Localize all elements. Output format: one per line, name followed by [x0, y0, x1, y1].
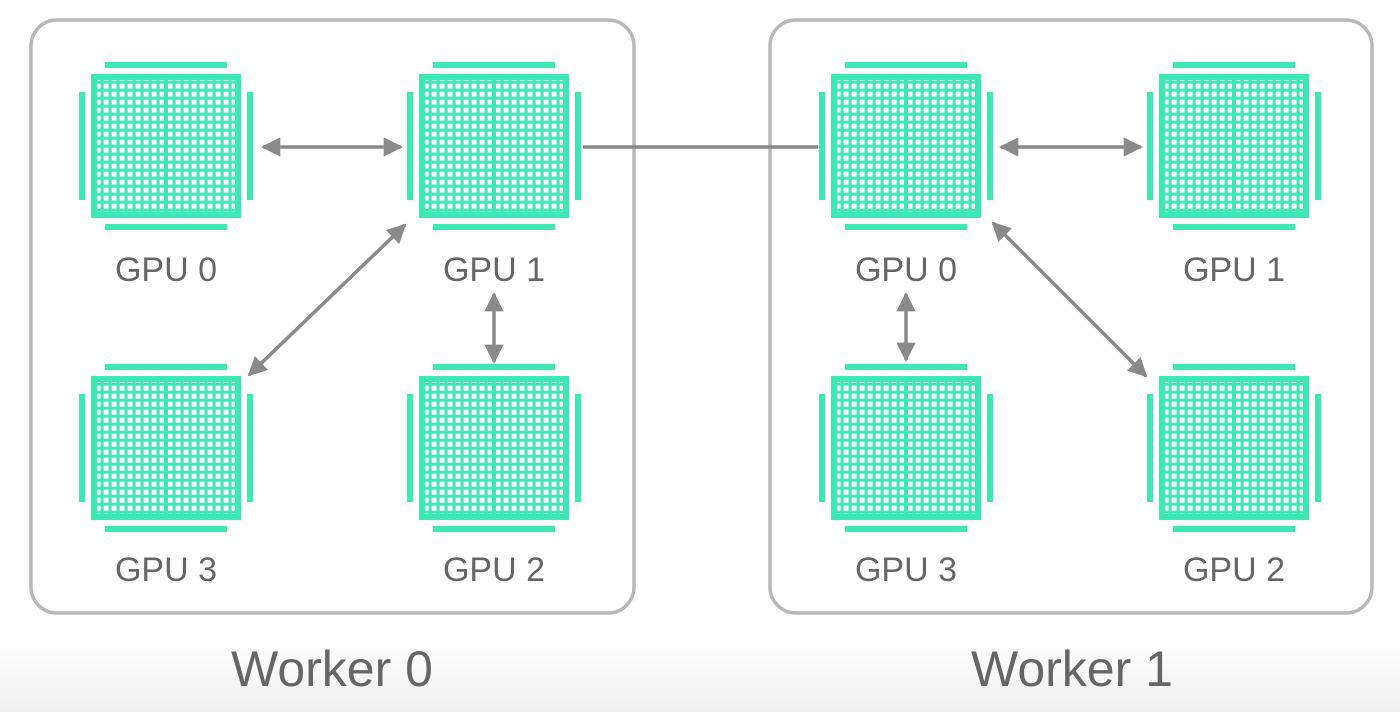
link-w0-gpu1-gpu3: [247, 223, 407, 377]
w0-gpu3-label: GPU 3: [115, 551, 217, 589]
w0-gpu2-chip-icon: [407, 364, 581, 532]
bottom-fade: [0, 640, 1400, 712]
w1-gpu3-label: GPU 3: [855, 551, 957, 589]
w1-gpu3-chip-icon: [819, 364, 993, 532]
w0-gpu2-label: GPU 2: [443, 551, 545, 589]
w0-gpu1-chip-icon: [407, 62, 581, 230]
worker-0-box: [29, 18, 636, 615]
w0-gpu0-chip-icon: [79, 62, 253, 230]
w1-gpu0-chip-icon: [819, 62, 993, 230]
w1-gpu1-chip-icon: [1147, 62, 1321, 230]
w1-gpu2-label: GPU 2: [1183, 551, 1285, 589]
w0-gpu3-chip-icon: [79, 364, 253, 532]
w0-gpu0-label: GPU 0: [115, 251, 217, 289]
worker-0-label: Worker 0: [231, 641, 433, 697]
w1-gpu1-label: GPU 1: [1183, 251, 1285, 289]
worker-1-label: Worker 1: [971, 641, 1173, 697]
w1-gpu0-label: GPU 0: [855, 251, 957, 289]
w0-gpu1-label: GPU 1: [443, 251, 545, 289]
w1-gpu2-chip-icon: [1147, 364, 1321, 532]
worker-1-box: [768, 18, 1374, 615]
link-w1-gpu0-gpu2: [991, 221, 1148, 378]
